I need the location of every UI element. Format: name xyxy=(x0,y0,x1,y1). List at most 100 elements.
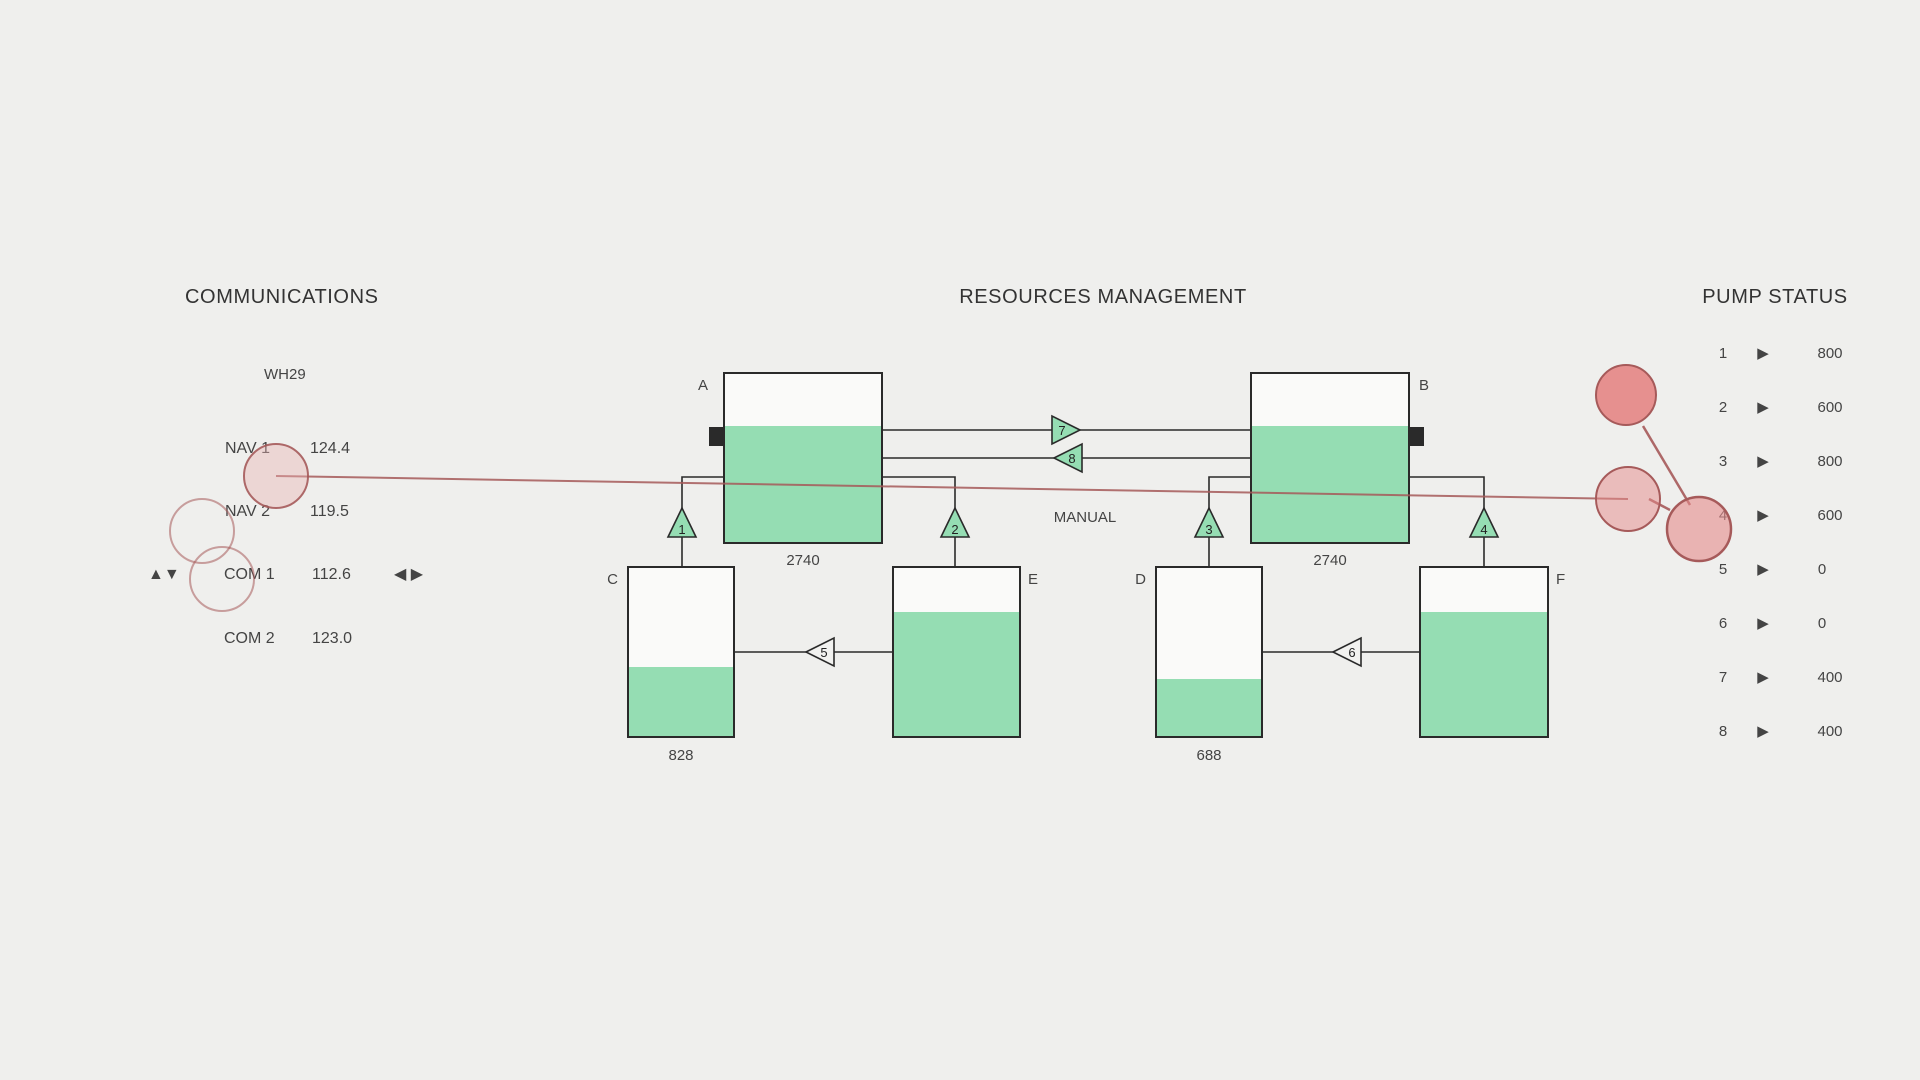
com1-label: COM 1 xyxy=(224,566,275,583)
tank-c[interactable]: C 828 xyxy=(607,566,735,764)
overlay-marker xyxy=(1595,364,1657,426)
valve-6-label: 6 xyxy=(1348,645,1355,660)
tank-f-letter: F xyxy=(1556,571,1565,588)
valve-7[interactable]: 7 xyxy=(1051,414,1082,446)
tank-b-letter: B xyxy=(1419,377,1429,394)
pump-id: 2 xyxy=(1719,399,1727,416)
overlay-marker xyxy=(1595,466,1661,532)
valve-8-label: 8 xyxy=(1068,451,1075,466)
overlay-marker xyxy=(189,546,255,612)
pump-flow-value: 400 xyxy=(1817,723,1842,740)
pump-flow-value: 400 xyxy=(1817,669,1842,686)
pump-run-arrow-icon[interactable]: ▶ xyxy=(1757,345,1769,362)
tank-a-quantity: 2740 xyxy=(786,552,819,569)
pump-status-title: PUMP STATUS xyxy=(1702,286,1848,308)
tank-d[interactable]: D 688 xyxy=(1135,566,1263,764)
nav1-frequency[interactable]: 124.4 xyxy=(310,440,350,457)
nav2-frequency[interactable]: 119.5 xyxy=(310,503,349,520)
pump-id: 5 xyxy=(1719,561,1727,578)
valve-4[interactable]: 4 xyxy=(1468,506,1500,538)
tank-c-quantity: 828 xyxy=(668,747,693,764)
pump-run-arrow-icon[interactable]: ▶ xyxy=(1757,453,1769,470)
pump-run-arrow-icon[interactable]: ▶ xyxy=(1757,399,1769,416)
tank-a-port xyxy=(709,427,723,446)
pump-row: 6 ▶ 0 xyxy=(1719,615,1826,632)
tank-d-fluid xyxy=(1157,679,1261,736)
valve-2-label: 2 xyxy=(951,522,958,537)
tank-f[interactable]: F xyxy=(1419,566,1565,738)
valve-8[interactable]: 8 xyxy=(1052,442,1083,474)
pump-id: 7 xyxy=(1719,669,1727,686)
pipe-e-to-a xyxy=(882,476,956,567)
valve-3-label: 3 xyxy=(1205,522,1212,537)
tank-c-letter: C xyxy=(607,571,618,588)
overlay-marker xyxy=(169,498,235,564)
tank-e[interactable]: E xyxy=(892,566,1038,738)
overlay-trace-line xyxy=(275,475,1629,500)
tank-d-quantity: 688 xyxy=(1196,747,1221,764)
valve-5-label: 5 xyxy=(820,645,827,660)
valve-4-label: 4 xyxy=(1480,522,1487,537)
tank-b-fluid xyxy=(1252,426,1408,542)
valve-1[interactable]: 1 xyxy=(666,506,698,538)
pump-flow-value: 0 xyxy=(1818,615,1826,632)
tank-c-fluid xyxy=(629,667,733,736)
overlay-marker xyxy=(1665,495,1733,563)
com2-label: COM 2 xyxy=(224,630,275,647)
valve-6[interactable]: 6 xyxy=(1331,636,1362,668)
tank-f-fluid xyxy=(1421,612,1547,736)
pump-id: 3 xyxy=(1719,453,1727,470)
tank-d-letter: D xyxy=(1135,571,1146,588)
pump-row: 8 ▶ 400 xyxy=(1719,723,1843,740)
gaze-overlay xyxy=(169,364,1733,612)
pump-id: 8 xyxy=(1719,723,1727,740)
pipe-f-to-b xyxy=(1409,476,1485,567)
valve-3[interactable]: 3 xyxy=(1193,506,1225,538)
pump-row: 2 ▶ 600 xyxy=(1719,399,1843,416)
pump-row: 1 ▶ 800 xyxy=(1719,345,1843,362)
pump-run-arrow-icon[interactable]: ▶ xyxy=(1757,615,1769,632)
com1-frequency[interactable]: 112.6 xyxy=(312,566,351,583)
communications-title: COMMUNICATIONS xyxy=(185,286,379,308)
pump-row: 3 ▶ 800 xyxy=(1719,453,1843,470)
pump-row: 7 ▶ 400 xyxy=(1719,669,1843,686)
overlay-marker xyxy=(243,443,309,509)
pump-run-arrow-icon[interactable]: ▶ xyxy=(1757,723,1769,740)
tank-a[interactable]: A 2740 xyxy=(698,372,883,569)
tank-e-letter: E xyxy=(1028,571,1038,588)
resources-panel: RESOURCES MANAGEMENT A 2740 xyxy=(607,286,1565,764)
pump-status-panel: PUMP STATUS 1 ▶ 800 2 ▶ 600 3 ▶ 800 4 ▶ … xyxy=(1702,286,1848,740)
pump-flow-value: 600 xyxy=(1817,507,1842,524)
pump-flow-value: 800 xyxy=(1817,345,1842,362)
tank-b-quantity: 2740 xyxy=(1313,552,1346,569)
resources-title: RESOURCES MANAGEMENT xyxy=(959,286,1247,308)
valve-5[interactable]: 5 xyxy=(804,636,835,668)
tank-e-fluid xyxy=(894,612,1019,736)
tank-b[interactable]: B 2740 xyxy=(1250,372,1429,569)
pump-flow-value: 600 xyxy=(1817,399,1842,416)
tank-b-port xyxy=(1410,427,1424,446)
pump-flow-value: 800 xyxy=(1817,453,1842,470)
valve-2[interactable]: 2 xyxy=(939,506,971,538)
valve-1-label: 1 xyxy=(678,522,685,537)
pump-run-arrow-icon[interactable]: ▶ xyxy=(1757,507,1769,524)
pump-run-arrow-icon[interactable]: ▶ xyxy=(1757,561,1769,578)
communications-panel: COMMUNICATIONS WH29 NAV 1 124.4 NAV 2 11… xyxy=(148,286,424,647)
pump-row: 5 ▶ 0 xyxy=(1719,561,1826,578)
com1-up-down-arrows[interactable]: ▲▼ xyxy=(148,566,180,583)
pump-id: 1 xyxy=(1719,345,1727,362)
com1-left-right-arrows[interactable]: ◀ ▶ xyxy=(394,566,424,583)
pump-run-arrow-icon[interactable]: ▶ xyxy=(1757,669,1769,686)
nav1-label: NAV 1 xyxy=(225,440,270,457)
pump-flow-value: 0 xyxy=(1818,561,1826,578)
tank-a-letter: A xyxy=(698,377,708,394)
transponder-code[interactable]: WH29 xyxy=(264,366,306,383)
control-mode[interactable]: MANUAL xyxy=(1054,509,1117,526)
overlay-trace-line xyxy=(1641,425,1692,506)
nav2-label: NAV 2 xyxy=(225,503,270,520)
pump-row: 4 ▶ 600 xyxy=(1719,507,1843,524)
pump-id: 6 xyxy=(1719,615,1727,632)
valve-7-label: 7 xyxy=(1058,423,1065,438)
com2-frequency[interactable]: 123.0 xyxy=(312,630,352,647)
